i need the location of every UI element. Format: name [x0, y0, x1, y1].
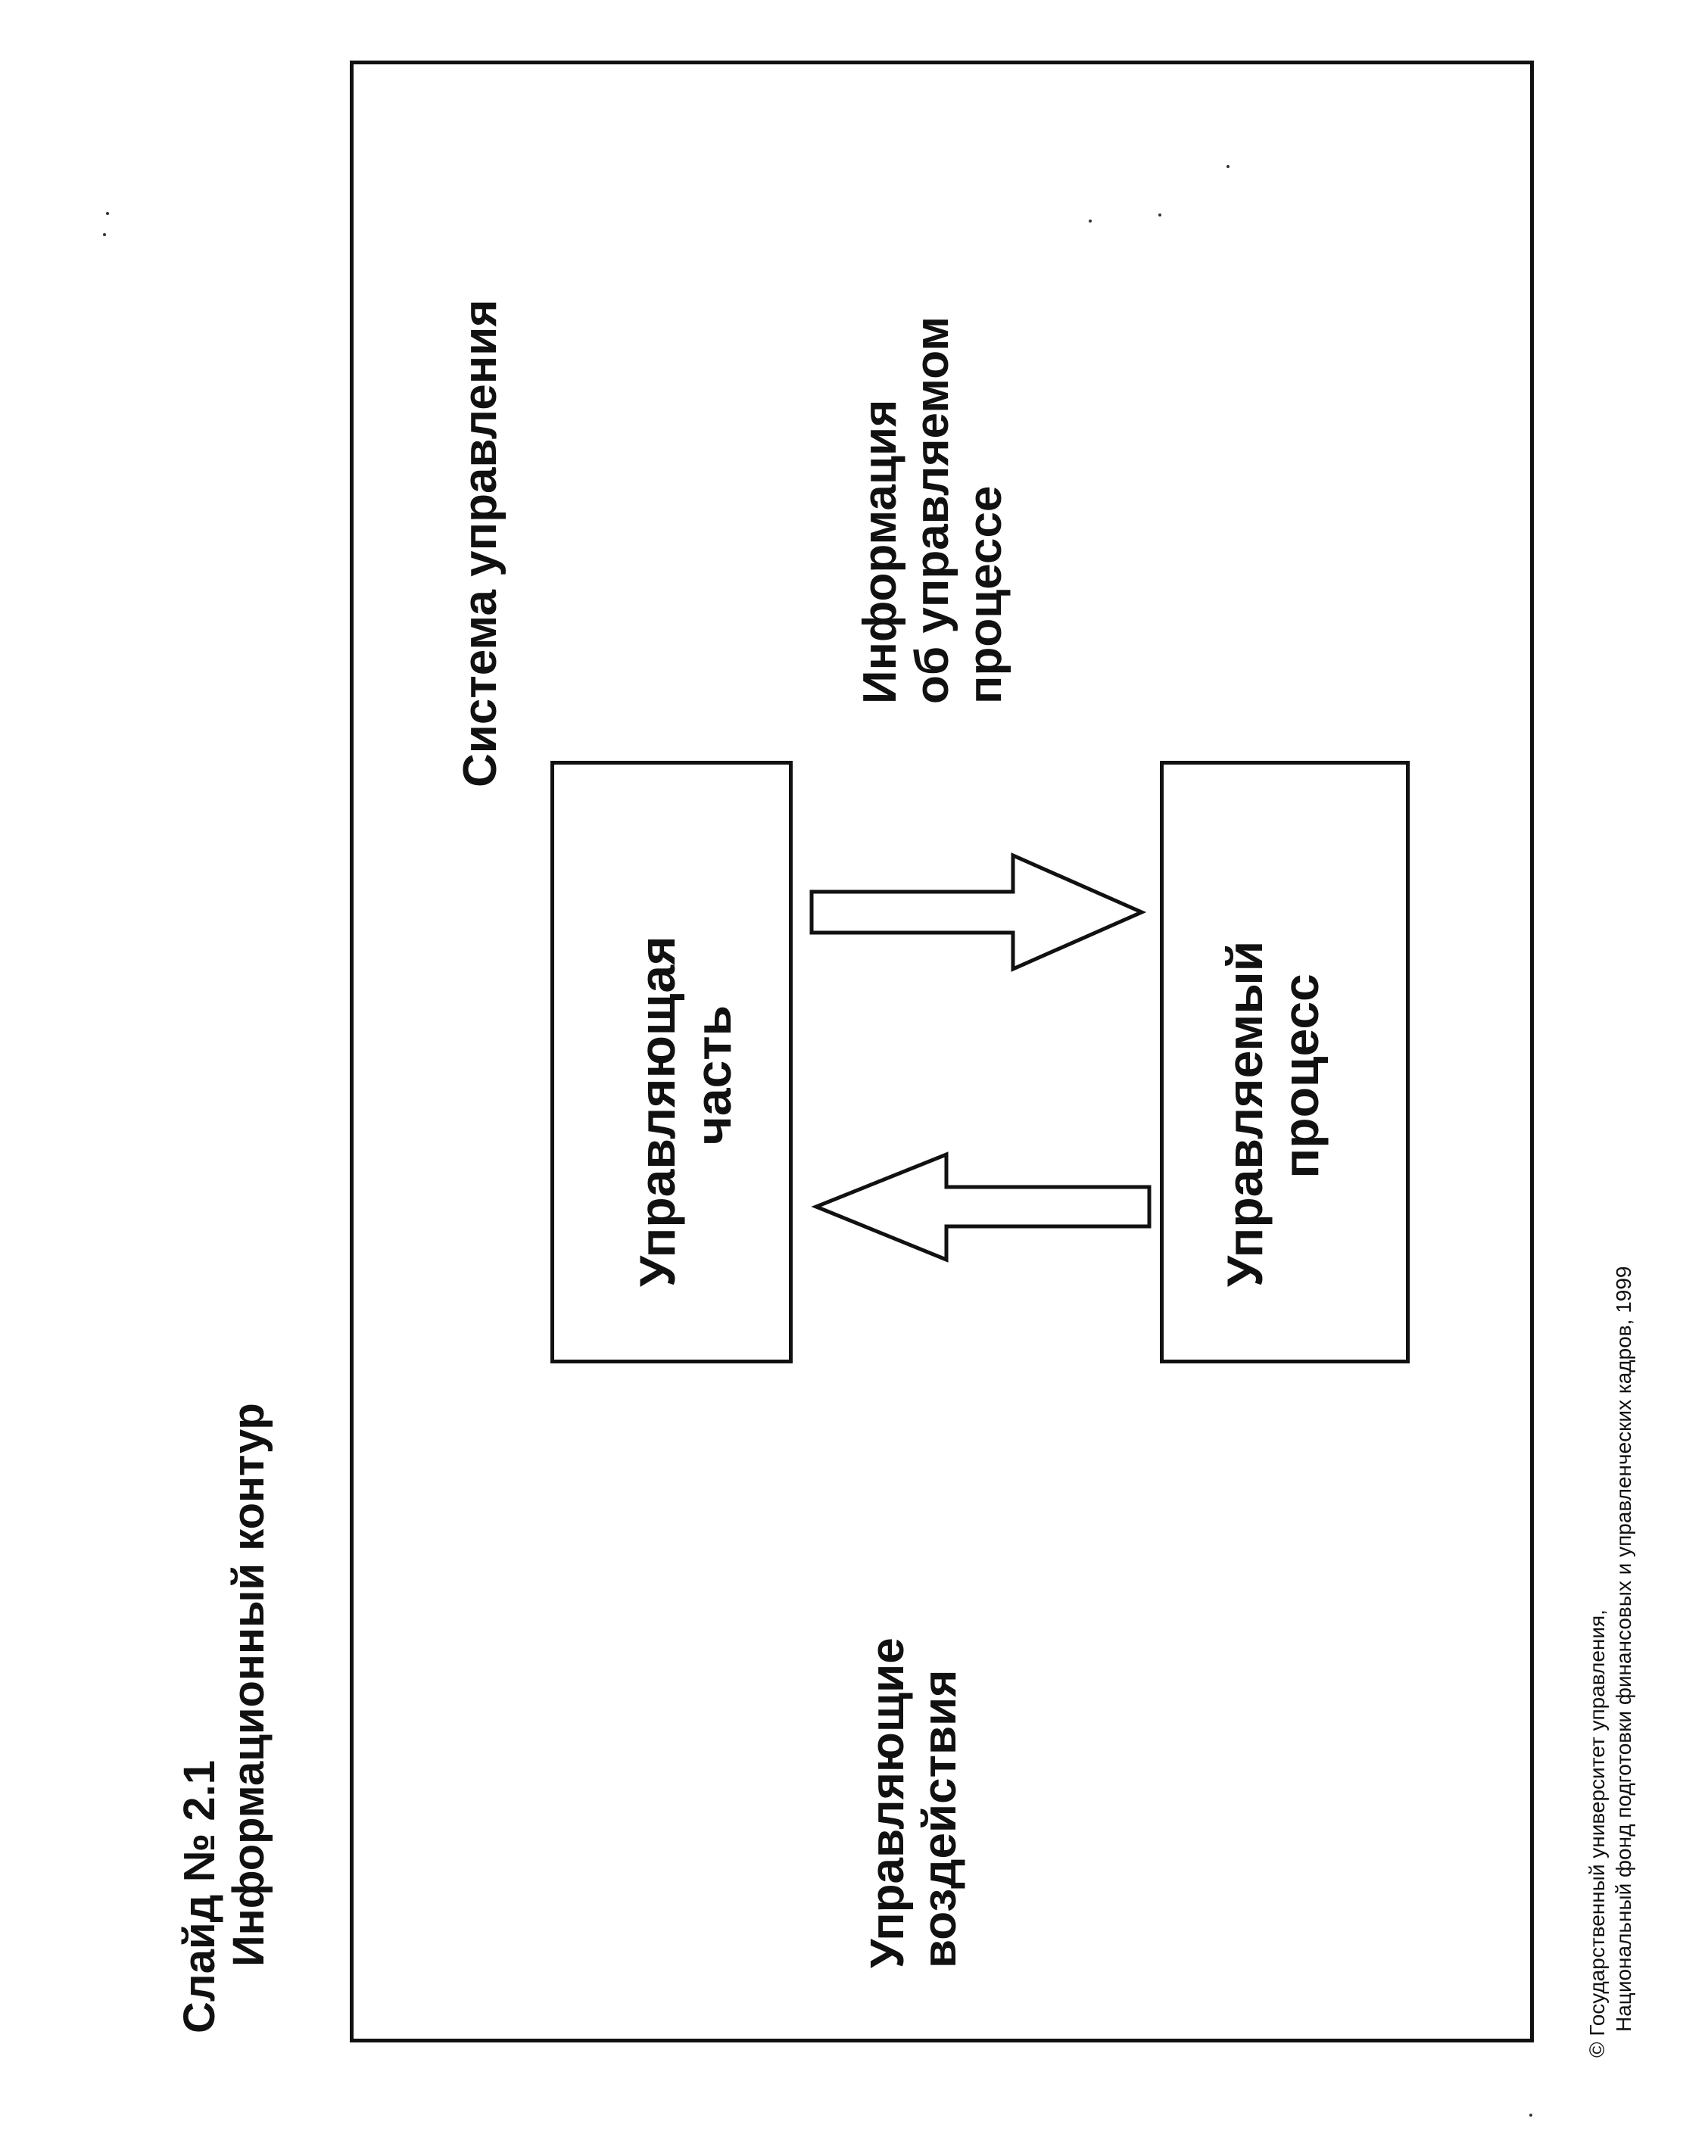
scan-speck: [1089, 220, 1092, 223]
diagram-frame: [350, 61, 1534, 2042]
control-actions-label: Управляющие воздействия: [862, 1637, 967, 1968]
scan-speck: [1158, 213, 1161, 217]
copyright-footer: © Государственный университет управления…: [1584, 1266, 1637, 2058]
arrow-to-controlled-process: [809, 852, 1147, 972]
control-actions-line-1: Управляющие: [862, 1637, 914, 1968]
copyright-line-2: Национальный фонд подготовки финансовых …: [1612, 1266, 1635, 2033]
scan-speck: [106, 212, 109, 215]
control-actions-line-2: воздействия: [914, 1669, 967, 1968]
scan-speck: [1226, 165, 1230, 168]
copyright-line-1: © Государственный университет управления…: [1585, 1609, 1609, 2058]
controlled-process-box: [1160, 761, 1410, 1363]
controlling-part-box: [550, 761, 793, 1363]
arrow-to-controlling-part: [811, 1151, 1152, 1263]
scan-speck: [1529, 2114, 1532, 2117]
scan-speck: [103, 233, 106, 236]
